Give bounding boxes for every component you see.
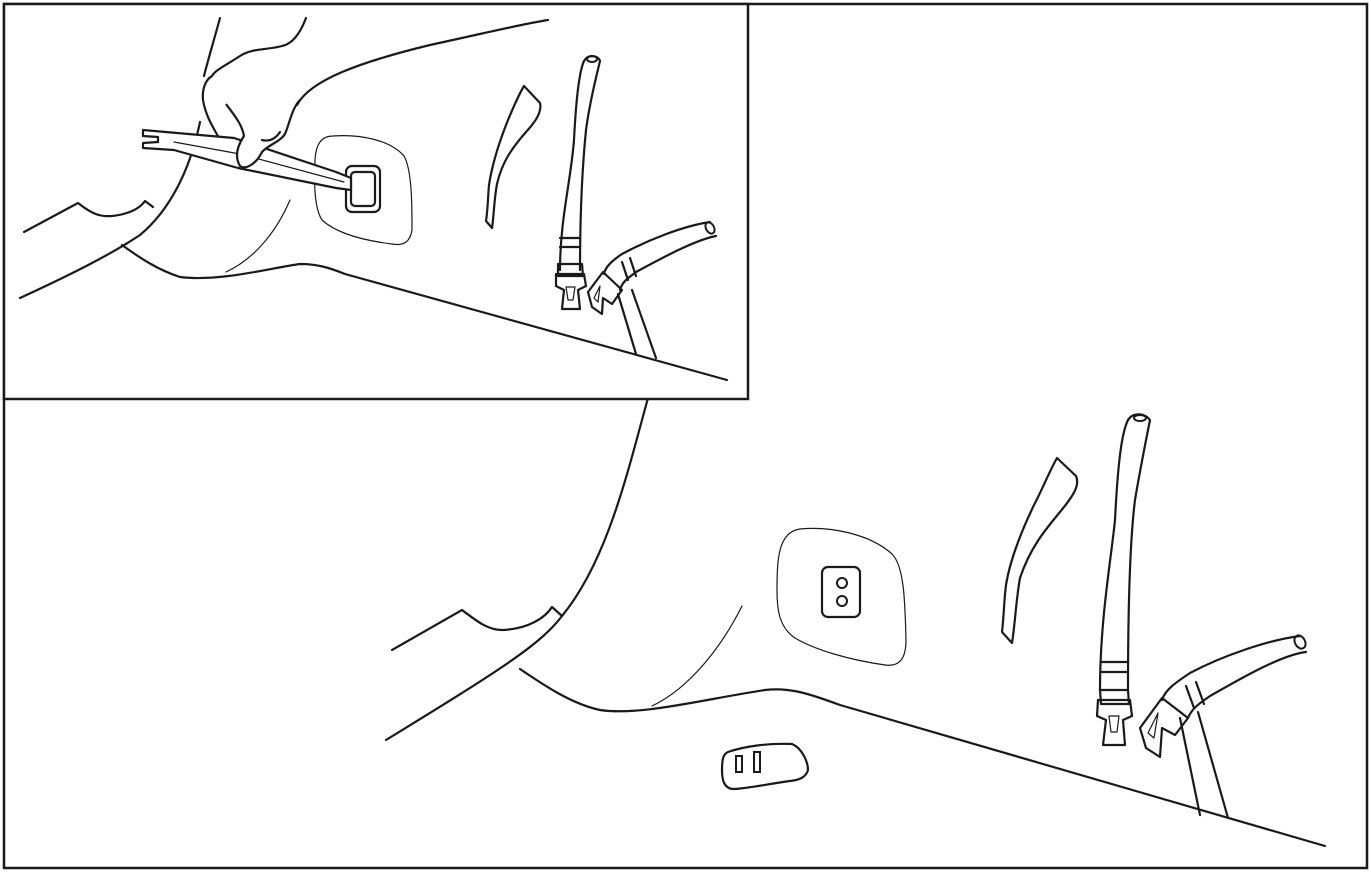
seat-belt-vertical bbox=[1097, 414, 1150, 745]
pillar-trim-strip bbox=[1002, 458, 1077, 643]
seat-belt-diagonal bbox=[1140, 633, 1308, 818]
detail-inset bbox=[4, 4, 748, 399]
anchor-clip bbox=[777, 528, 906, 665]
removed-trim-cover-cap bbox=[722, 744, 808, 789]
interior-panel bbox=[386, 398, 1325, 846]
